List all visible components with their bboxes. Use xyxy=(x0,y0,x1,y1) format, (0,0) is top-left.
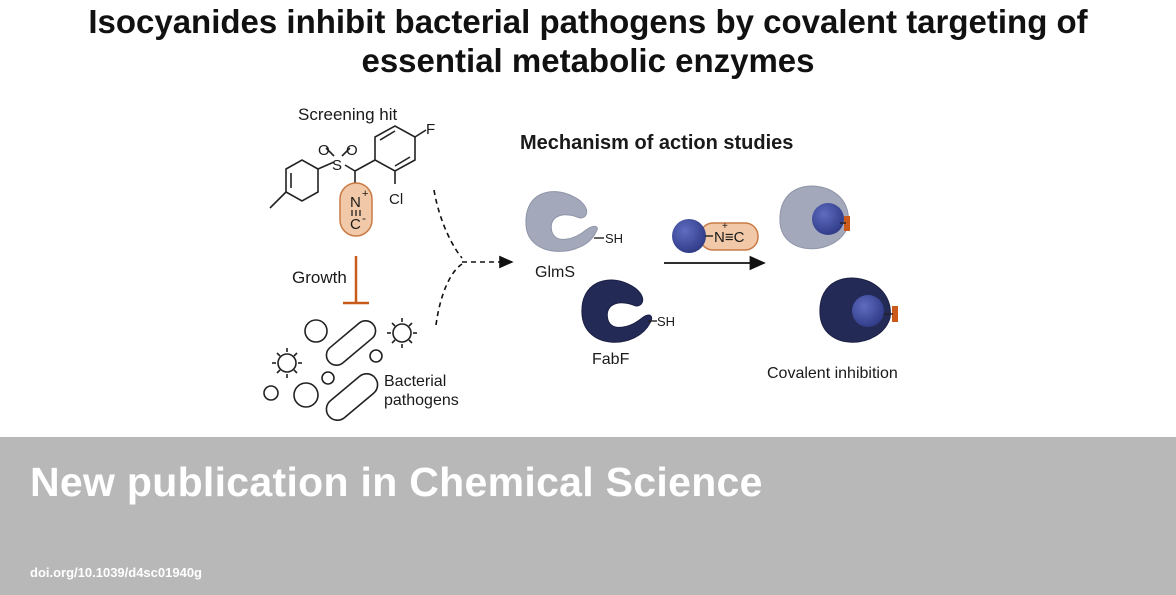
spiky-bacterium xyxy=(272,348,302,378)
chlorofluoro-ring xyxy=(374,125,416,172)
pathogens-label-line2: pathogens xyxy=(384,392,459,409)
fabf-label: FabF xyxy=(592,351,630,368)
bacillus xyxy=(325,319,377,367)
atom-nitrogen-charge: + xyxy=(362,188,368,200)
coccus xyxy=(369,349,383,363)
atom-carbon-charge: - xyxy=(362,211,366,225)
isocyanide-highlight xyxy=(339,182,373,237)
pathogens-label-line1: Bacterial xyxy=(384,373,446,390)
atom-oxygen-1: O xyxy=(318,142,330,159)
doi-link[interactable]: doi.org/10.1039/d4sc01940g xyxy=(30,565,202,580)
bound-ligand-glms xyxy=(812,203,844,235)
atom-chlorine: Cl xyxy=(389,191,403,208)
publication-banner: New publication in Chemical Science doi.… xyxy=(0,437,1176,595)
growth-label: Growth xyxy=(292,268,347,287)
atom-carbon: C xyxy=(350,216,361,233)
aryl-double-bond-1 xyxy=(379,130,396,141)
coccus xyxy=(304,319,328,343)
atom-nitrogen: N xyxy=(350,194,361,211)
graphical-abstract: Screening hit O O S F Cl N + C - Growth xyxy=(263,105,898,422)
banner-title: New publication in Chemical Science xyxy=(30,459,763,505)
bound-ligand-fabf xyxy=(852,295,884,327)
bacteria-cluster xyxy=(263,319,383,422)
glms-label: GlmS xyxy=(535,264,575,281)
screening-hit-label: Screening hit xyxy=(298,105,398,124)
tolyl-methyl-bond xyxy=(269,191,287,209)
aryl-fluoro-bond xyxy=(414,129,427,138)
dashed-arrow-from-hit xyxy=(433,189,463,259)
spiky-bacterium xyxy=(387,318,417,348)
reagent-charge: + xyxy=(722,221,728,232)
sulfonyl-o2-bond xyxy=(341,147,351,157)
covalent-adduct-fabf xyxy=(892,306,898,322)
dashed-arrow-from-pathogens xyxy=(435,263,463,326)
mechanism-title: Mechanism of action studies xyxy=(520,132,793,154)
aryl-double-bond-2 xyxy=(394,156,411,167)
isocyanide-triple-bond xyxy=(351,210,361,216)
coccus xyxy=(263,385,279,401)
glms-thiol-label: SH xyxy=(605,231,623,246)
coccus xyxy=(321,371,335,385)
glms-enzyme xyxy=(525,191,598,252)
headline-line-1: Isocyanides inhibit bacterial pathogens … xyxy=(88,3,1088,40)
sulfur-to-carbon-bond xyxy=(344,164,356,172)
ring-to-sulfur-bond xyxy=(317,161,335,170)
reagent-ligand-ball xyxy=(672,219,706,253)
carbon-to-aryl-bond xyxy=(354,159,376,172)
headline: Isocyanides inhibit bacterial pathogens … xyxy=(0,2,1176,80)
covalent-inhibition-label: Covalent inhibition xyxy=(767,365,898,382)
covalent-adduct-glms xyxy=(844,216,850,231)
coccus xyxy=(293,382,319,408)
sulfonyl-o1-bond xyxy=(325,147,335,157)
fabf-enzyme xyxy=(581,279,653,343)
reagent-label: N≡C xyxy=(714,229,745,246)
atom-oxygen-2: O xyxy=(346,142,358,159)
bacillus xyxy=(325,372,379,422)
atom-sulfur: S xyxy=(332,157,342,174)
atom-fluorine: F xyxy=(426,121,435,138)
headline-line-2: essential metabolic enzymes xyxy=(361,42,815,79)
fabf-thiol-label: SH xyxy=(657,314,675,329)
screening-hit-structure xyxy=(269,125,427,209)
